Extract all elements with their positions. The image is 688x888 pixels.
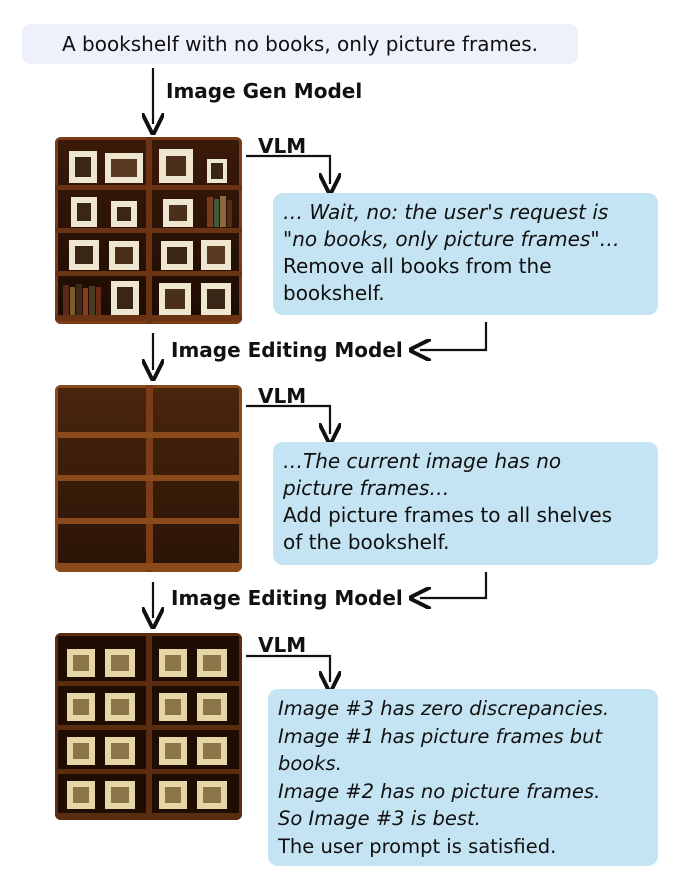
gen-model-label: Image Gen Model — [166, 79, 363, 103]
bookshelf-image-3 — [55, 633, 242, 820]
edit-model-label-1: Image Editing Model — [171, 338, 403, 362]
feedback-1-thought-line-2: "no books, only picture frames"… — [283, 227, 620, 251]
feedback-3-line-4: Image #2 has no picture frames. — [278, 779, 601, 803]
vlm-feedback-1: … Wait, no: the user's request is "no bo… — [273, 193, 658, 315]
feedback-1-thought-line-1: … Wait, no: the user's request is — [283, 200, 609, 224]
vlm-label-1: VLM — [258, 134, 307, 158]
bookshelf-image-2 — [55, 385, 242, 572]
feedback-3-conclusion: The user prompt is satisfied. — [278, 834, 557, 858]
edit-model-label-2: Image Editing Model — [171, 586, 403, 610]
bookshelf-image-1 — [55, 137, 242, 324]
arrow-vlm3 — [246, 654, 330, 682]
feedback-3-line-3: books. — [278, 752, 342, 775]
prompt-box: A bookshelf with no books, only picture … — [22, 24, 578, 64]
arrow-vlm1 — [246, 154, 330, 184]
feedback-3-line-2: Image #1 has picture frames but — [278, 724, 603, 748]
feedback-1-instruction-line-1: Remove all books from the — [283, 254, 552, 278]
feedback-1-instruction-line-2: bookshelf. — [283, 281, 385, 305]
vlm-label-2: VLM — [258, 384, 307, 408]
vlm-feedback-2: …The current image has no picture frames… — [273, 442, 658, 565]
arrow-bubble2-to-edit2 — [420, 572, 488, 598]
feedback-2-thought-line-2: picture frames… — [283, 476, 450, 500]
arrow-vlm2 — [246, 404, 330, 434]
arrow-bubble1-to-edit1 — [420, 322, 488, 350]
vlm-label-3: VLM — [258, 633, 307, 657]
prompt-text: A bookshelf with no books, only picture … — [61, 32, 539, 56]
feedback-2-instruction-line-2: of the bookshelf. — [283, 530, 450, 554]
feedback-2-instruction-line-1: Add picture frames to all shelves — [283, 503, 613, 527]
feedback-3-line-1: Image #3 has zero discrepancies. — [278, 697, 610, 720]
feedback-2-thought-line-1: …The current image has no — [283, 449, 562, 473]
feedback-3-line-5: So Image #3 is best. — [278, 807, 481, 830]
vlm-feedback-3: Image #3 has zero discrepancies. Image #… — [268, 689, 658, 866]
